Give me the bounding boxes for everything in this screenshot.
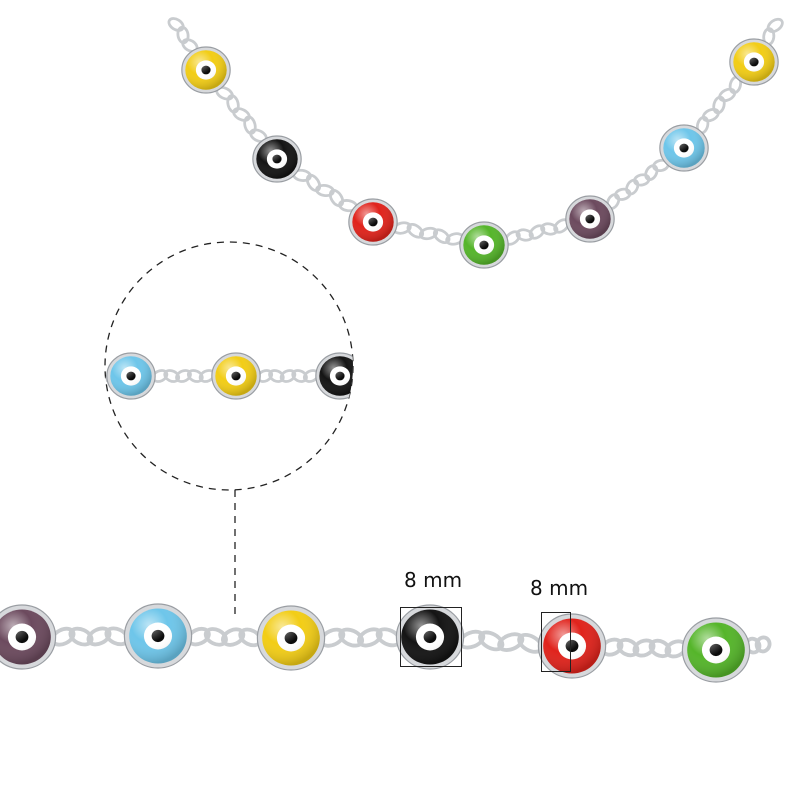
chain-link xyxy=(625,178,640,196)
chain-link xyxy=(766,17,784,33)
measurement-box-red-bead xyxy=(541,612,571,672)
chain-link xyxy=(497,632,525,652)
measurement-label-red-bead: 8 mm xyxy=(530,576,589,600)
evil-eye-bead-yellow xyxy=(729,38,779,86)
evil-eye-bead-purple xyxy=(565,195,615,243)
evil-eye-bead-light-blue xyxy=(659,124,709,172)
evil-eye-bead-yellow xyxy=(256,605,326,671)
zoom-detail-chain xyxy=(105,352,353,400)
chain-link xyxy=(718,87,737,103)
evil-eye-bead-yellow xyxy=(181,46,231,94)
top-bead-chain xyxy=(167,17,784,269)
evil-eye-bead-green xyxy=(681,617,751,683)
evil-eye-bead-purple xyxy=(0,604,57,670)
chain-link xyxy=(644,164,659,182)
chain-link xyxy=(478,630,505,652)
evil-eye-bead-red xyxy=(348,198,398,246)
evil-eye-bead-black xyxy=(315,352,353,400)
evil-eye-bead-black xyxy=(252,135,302,183)
chain-link xyxy=(701,107,720,123)
chain-link xyxy=(754,635,772,654)
evil-eye-bead-red xyxy=(537,613,607,679)
chain-link xyxy=(232,107,251,122)
chain-link xyxy=(315,183,335,198)
chain-link xyxy=(305,173,322,193)
bottom-bead-chain xyxy=(0,603,772,683)
evil-eye-bead-light-blue xyxy=(123,603,193,669)
chain-link xyxy=(243,115,257,135)
measurement-label-black-bead: 8 mm xyxy=(404,568,463,592)
measurement-box-black-bead xyxy=(400,607,462,667)
evil-eye-bead-black xyxy=(395,604,465,670)
evil-eye-bead-green xyxy=(459,221,509,269)
chain-link xyxy=(226,94,240,114)
evil-eye-bead-yellow xyxy=(211,352,261,400)
chain-link xyxy=(167,17,185,32)
chain-link xyxy=(328,188,345,208)
evil-eye-bead-light-blue xyxy=(106,352,156,400)
